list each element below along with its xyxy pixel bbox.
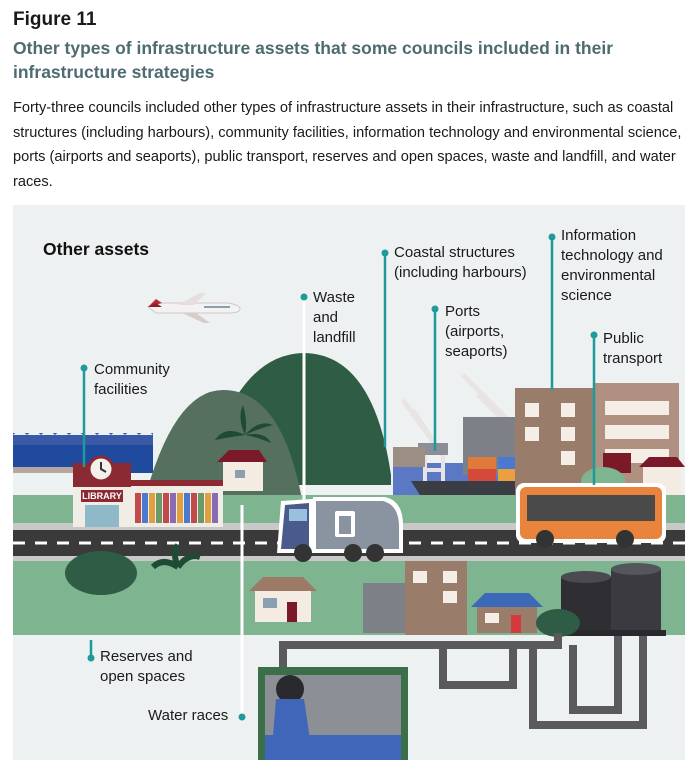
label-water-races: Water races: [148, 706, 228, 726]
label-line: (airports,: [445, 323, 505, 340]
bush-dark: [65, 551, 137, 595]
airplane-icon: [147, 293, 241, 323]
illustration-svg: LIBRARY: [13, 205, 685, 760]
label-line: and: [313, 309, 339, 326]
label-line: Community: [94, 361, 170, 378]
label-community-facilities: Community facilities: [94, 360, 170, 400]
leader-dots: [80, 233, 598, 721]
label-line: environmental: [561, 267, 656, 284]
crane-left-cab: [418, 443, 448, 455]
hill-house: [217, 450, 267, 491]
label-line: Ports: [445, 303, 481, 320]
lower-house-left: [249, 577, 317, 622]
pipe-network: [279, 633, 647, 729]
port-shed: [393, 447, 425, 467]
label-line: open spaces: [100, 668, 186, 685]
figure-label: Figure 11: [13, 9, 97, 30]
illustration-heading: Other assets: [43, 239, 150, 259]
water-tanks: [558, 563, 666, 636]
label-ports: Ports (airports, seaports): [445, 302, 508, 362]
label-line: Information: [561, 227, 637, 244]
label-public-transport: Public transport: [603, 329, 662, 369]
leader-lines: [82, 237, 596, 717]
label-coastal-structures: Coastal structures (including harbours): [394, 243, 527, 283]
label-line: technology and: [561, 247, 663, 264]
fern-small-icon: [150, 543, 201, 570]
label-reserves-open-spaces: Reserves and open spaces: [100, 647, 193, 687]
label-line: facilities: [94, 381, 148, 398]
label-line: (including harbours): [394, 264, 527, 281]
right-house: [639, 457, 685, 495]
garbage-truck-icon: [277, 497, 403, 562]
label-information-technology: Information technology and environmental…: [561, 226, 663, 306]
library-sign: LIBRARY: [82, 491, 122, 501]
infrastructure-illustration: LIBRARY: [13, 205, 685, 765]
label-line: transport: [603, 350, 663, 367]
bus-icon: [516, 483, 666, 548]
figure-title: Other types of infrastructure assets tha…: [13, 38, 613, 82]
lower-house-blue: [471, 593, 543, 633]
label-line: Reserves and: [100, 648, 193, 665]
fern-icon: [215, 405, 273, 443]
bookshelf: [135, 493, 218, 523]
label-waste-landfill: Waste and landfill: [313, 288, 356, 348]
bush-right: [536, 609, 580, 637]
label-line: Water races: [148, 707, 229, 724]
label-line: seaports): [445, 343, 508, 360]
figure-description: Forty-three councils included other type…: [13, 100, 682, 190]
label-line: Coastal structures: [394, 244, 515, 261]
outfall-structure: [258, 667, 408, 760]
library-building: [73, 455, 223, 527]
label-line: landfill: [313, 329, 356, 346]
office-building-left: [515, 388, 593, 498]
label-line: Waste: [313, 289, 355, 306]
label-line: science: [561, 287, 612, 304]
label-line: Public: [603, 330, 644, 347]
lower-buildings-center: [363, 561, 467, 635]
